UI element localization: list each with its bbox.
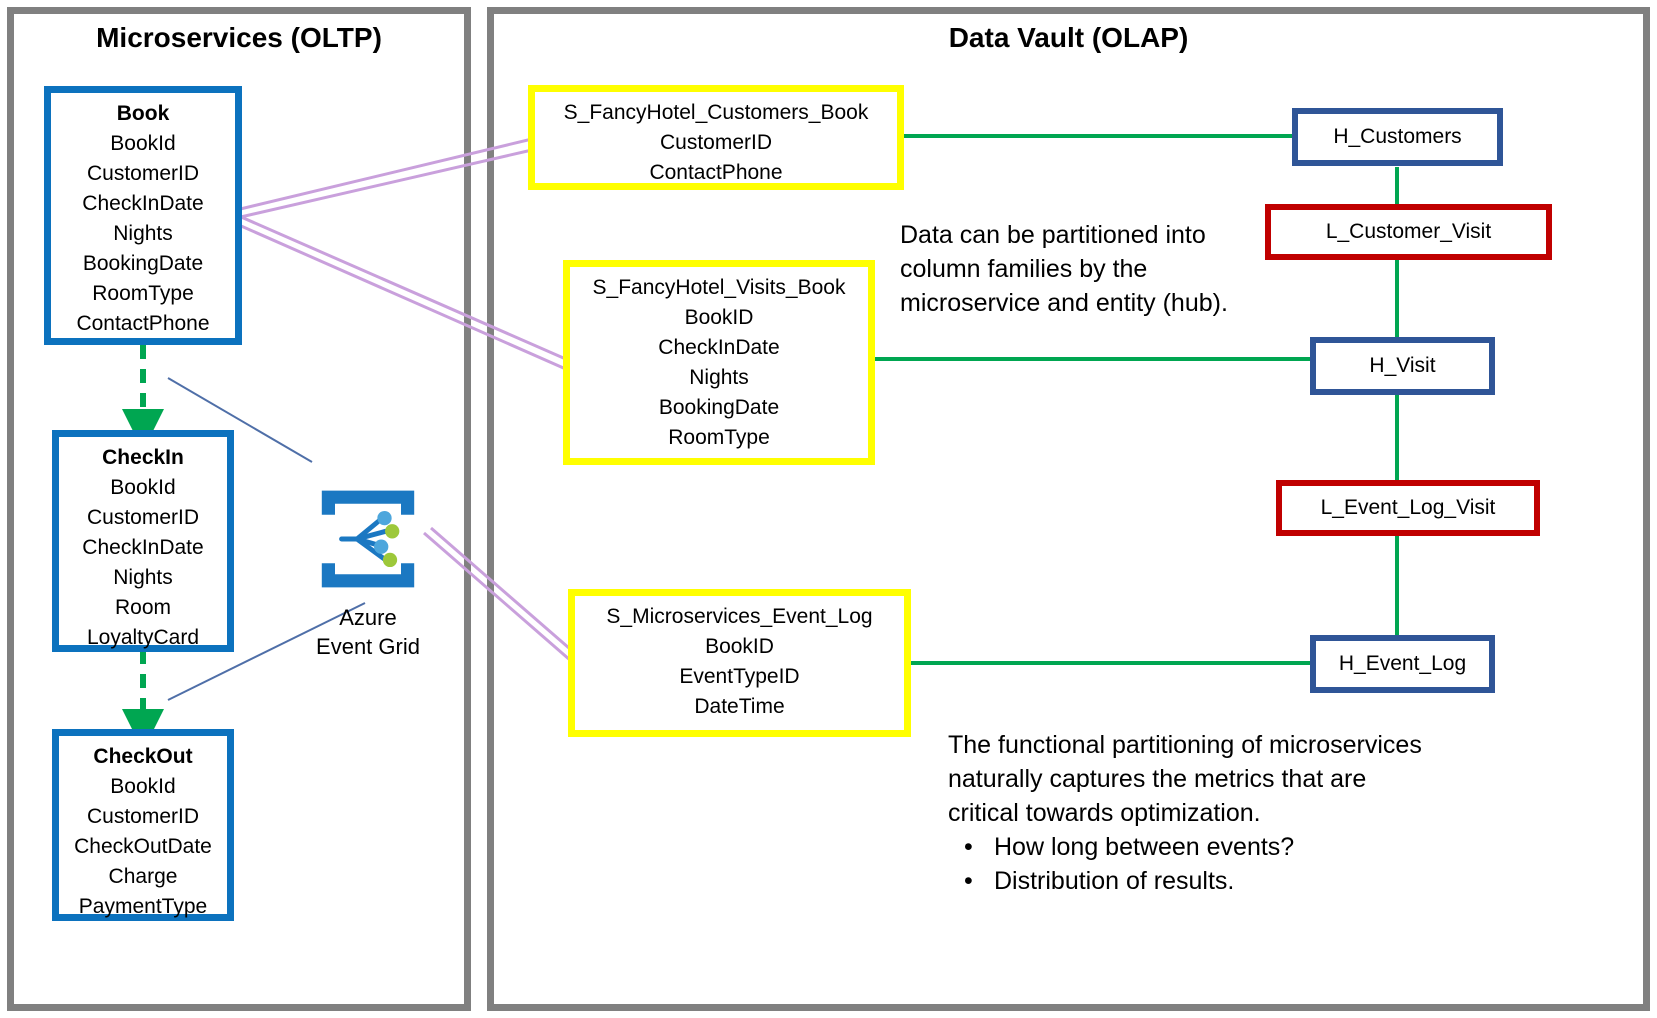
caption-line-1: Azure	[339, 605, 397, 630]
entity-attribute: CustomerID	[86, 506, 200, 529]
panel-data-vault-olap	[487, 7, 1650, 1011]
annotation-bullet-item: • How long between events?	[948, 830, 1518, 864]
bullet-marker-icon: •	[964, 867, 973, 895]
satellite-box-fancyhotel-customers-book[interactable]: S_FancyHotel_Customers_Book CustomerID C…	[528, 85, 904, 190]
annotation-metrics-note: The functional partitioning of microserv…	[948, 728, 1518, 898]
satellite-attribute: CheckInDate	[658, 336, 780, 359]
satellite-box-fancyhotel-visits-book[interactable]: S_FancyHotel_Visits_Book BookID CheckInD…	[563, 260, 875, 465]
satellite-attribute: BookID	[684, 306, 754, 329]
annotation-line: The functional partitioning of microserv…	[948, 731, 1422, 759]
entity-attribute: CheckInDate	[82, 192, 204, 215]
hub-label: H_Visit	[1369, 354, 1436, 377]
link-box-l-customer-visit[interactable]: L_Customer_Visit	[1265, 204, 1552, 260]
entity-box-book[interactable]: Book BookId CustomerID CheckInDate Night…	[44, 86, 242, 345]
entity-attribute: PaymentType	[78, 895, 208, 918]
satellite-attribute: ContactPhone	[649, 161, 783, 184]
satellite-name: S_FancyHotel_Visits_Book	[592, 276, 846, 299]
annotation-line: naturally captures the metrics that are	[948, 765, 1367, 793]
hub-label: H_Event_Log	[1338, 652, 1467, 675]
annotation-partition-note: Data can be partitioned into column fami…	[900, 218, 1270, 320]
entity-attribute: BookId	[110, 476, 176, 499]
satellite-attribute: Nights	[689, 366, 749, 389]
entity-attribute: Nights	[113, 222, 173, 245]
azure-event-grid-icon	[321, 490, 415, 588]
link-label: L_Customer_Visit	[1325, 220, 1492, 243]
bullet-marker-icon: •	[964, 833, 973, 861]
bullet-text: Distribution of results.	[994, 867, 1235, 895]
satellite-name: S_FancyHotel_Customers_Book	[563, 101, 869, 124]
entity-attribute: Room	[114, 596, 172, 619]
satellite-name: S_Microservices_Event_Log	[606, 605, 873, 628]
satellite-box-microservices-event-log[interactable]: S_Microservices_Event_Log BookID EventTy…	[568, 589, 911, 737]
panel-title-oltp: Microservices (OLTP)	[96, 22, 382, 53]
entity-attribute: Charge	[108, 865, 178, 888]
entity-attribute: CheckInDate	[82, 536, 204, 559]
entity-box-checkin[interactable]: CheckIn BookId CustomerID CheckInDate Ni…	[52, 430, 234, 652]
entity-attribute: ContactPhone	[76, 312, 210, 335]
panel-title-olap: Data Vault (OLAP)	[948, 22, 1189, 53]
azure-event-grid[interactable]: Azure Event Grid	[312, 484, 424, 661]
azure-event-grid-caption: Azure Event Grid	[312, 603, 424, 661]
satellite-attribute: CustomerID	[659, 131, 773, 154]
satellite-attribute: EventTypeID	[679, 665, 800, 688]
hub-label: H_Customers	[1333, 125, 1462, 148]
entity-attribute: CustomerID	[86, 805, 200, 828]
satellite-attribute: RoomType	[668, 426, 770, 449]
entity-name: CheckIn	[102, 446, 184, 469]
annotation-line: critical towards optimization.	[948, 799, 1261, 827]
bullet-text: How long between events?	[994, 833, 1295, 861]
hub-box-h-visit[interactable]: H_Visit	[1310, 337, 1495, 395]
satellite-attribute: DateTime	[694, 695, 785, 718]
annotation-line: microservice and entity (hub).	[900, 289, 1228, 317]
annotation-line: column families by the	[900, 255, 1148, 283]
entity-attribute: RoomType	[92, 282, 194, 305]
entity-attribute: BookId	[110, 775, 176, 798]
entity-name: CheckOut	[93, 745, 193, 768]
satellite-attribute: BookID	[705, 635, 774, 658]
link-box-l-event-log-visit[interactable]: L_Event_Log_Visit	[1276, 480, 1540, 536]
hub-box-h-customers[interactable]: H_Customers	[1292, 108, 1503, 166]
entity-attribute: BookingDate	[82, 252, 204, 275]
panel-microservices-oltp	[7, 7, 471, 1011]
entity-box-checkout[interactable]: CheckOut BookId CustomerID CheckOutDate …	[52, 729, 234, 921]
satellite-attribute: BookingDate	[658, 396, 780, 419]
annotation-bullet-item: • Distribution of results.	[948, 864, 1518, 898]
entity-attribute: CustomerID	[86, 162, 200, 185]
entity-name: Book	[116, 102, 170, 125]
hub-box-h-event-log[interactable]: H_Event_Log	[1310, 635, 1495, 693]
entity-attribute: BookId	[110, 132, 176, 155]
annotation-line: Data can be partitioned into	[900, 221, 1206, 249]
link-label: L_Event_Log_Visit	[1320, 496, 1496, 519]
entity-attribute: CheckOutDate	[74, 835, 212, 858]
entity-attribute: LoyaltyCard	[86, 626, 200, 649]
entity-attribute: Nights	[113, 566, 173, 589]
caption-line-2: Event Grid	[316, 634, 420, 659]
